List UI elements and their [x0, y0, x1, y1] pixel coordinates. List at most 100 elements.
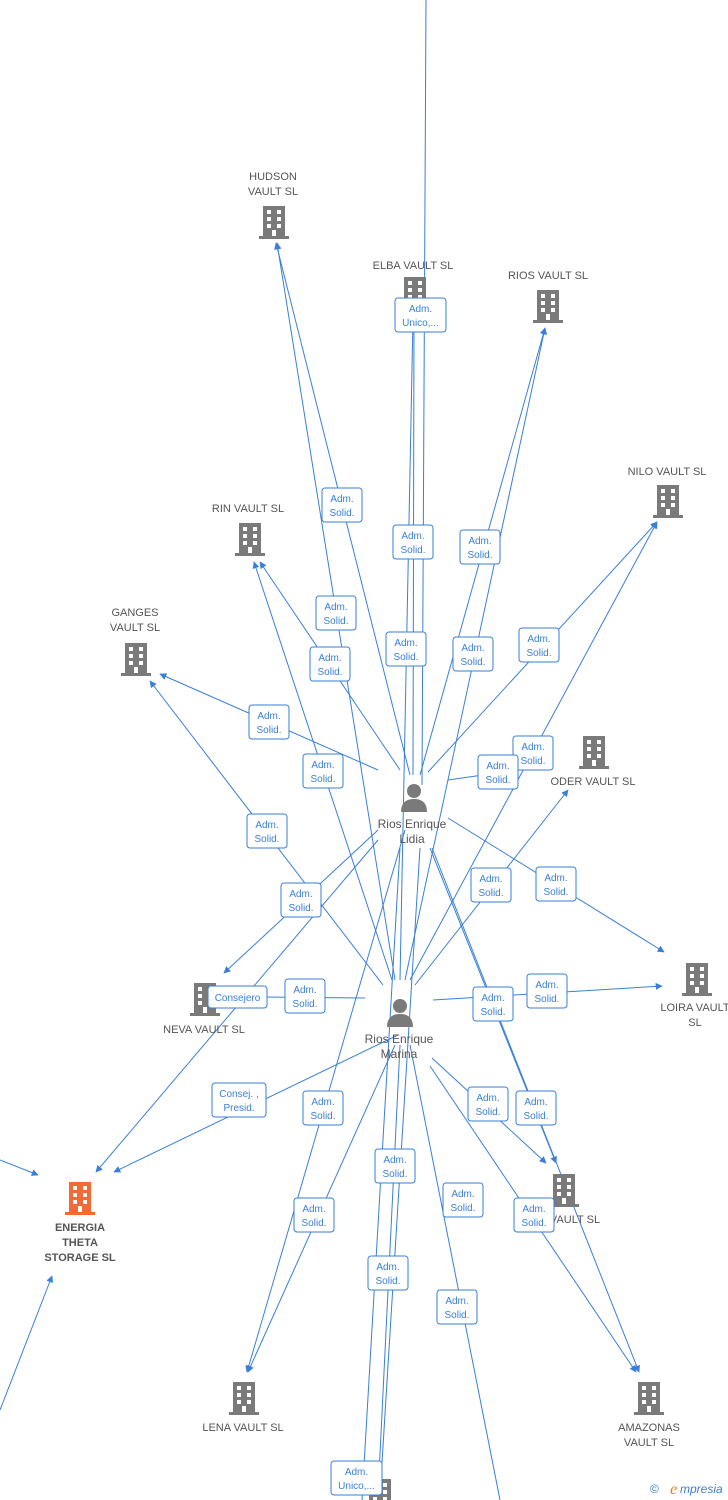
company-label: HUDSON [249, 171, 297, 183]
edge-label-text: Solid. [534, 994, 559, 1005]
company-node-hudson[interactable]: HUDSON VAULT SL [248, 171, 298, 239]
company-label: VAULT SL [110, 622, 160, 634]
edge-label-text: Adm. [311, 1097, 334, 1108]
edge-label: Adm.Solid. [309, 646, 351, 682]
company-node-oder[interactable]: ODER VAULT SL [551, 736, 636, 788]
edge-label-text: Solid. [317, 667, 342, 678]
edge-label-text: Adm. [527, 634, 550, 645]
building-icon [229, 1382, 259, 1415]
nodes-layer: HUDSON VAULT SL ELBA VAULT SL RIOS VAULT SL… [44, 171, 728, 1500]
company-node-neva[interactable]: NEVA VAULT SL [163, 983, 245, 1036]
company-node-elba[interactable]: ELBA VAULT SL [373, 260, 454, 310]
edges-layer [0, 0, 665, 1500]
edge-label-box [309, 646, 351, 682]
edge-label-text: Solid. [310, 1111, 335, 1122]
edge-label-text: Consej. , [219, 1089, 258, 1100]
company-label: SL [688, 1017, 701, 1029]
edge-label-text: Solid. [520, 756, 545, 767]
edge-label-text: Adm. [468, 536, 491, 547]
company-node-amazonas[interactable]: AMAZONAS VAULT SL [618, 1382, 680, 1449]
company-label: VAULT SL [624, 1437, 674, 1449]
company-node-rin[interactable]: RIN VAULT SL [212, 503, 284, 556]
edge-label: Adm.Unico,... [394, 297, 447, 333]
edge-label: Consej. ,Presid. [211, 1082, 267, 1118]
edge-label-text: Adm. [293, 985, 316, 996]
edge-label-text: Solid. [329, 508, 354, 519]
edge-label-text: Solid. [450, 1203, 475, 1214]
empresia-logo[interactable]: © e mpresia [650, 1481, 723, 1498]
edge-label-text: Solid. [375, 1276, 400, 1287]
edge-label-box [436, 1289, 478, 1325]
company-node-vault[interactable]: VAULT SL [549, 1174, 600, 1226]
edge-label: Adm.Solid. [374, 1148, 416, 1184]
edge-label-text: Solid. [460, 657, 485, 668]
edge-label-text: Solid. [310, 774, 335, 785]
edge-label-text: Solid. [301, 1218, 326, 1229]
edge-label-box [293, 1197, 335, 1233]
edge-label-box [513, 1197, 555, 1233]
edge-label-text: Solid. [475, 1107, 500, 1118]
edge-label-text: Consejero [215, 993, 261, 1004]
company-label: ODER VAULT SL [551, 776, 636, 788]
building-icon [235, 523, 265, 556]
building-icon [259, 206, 289, 239]
edge-label: Adm.Solid. [467, 1086, 509, 1122]
edge-label-text: Adm. [330, 494, 353, 505]
edge-label-box [512, 735, 554, 771]
edge-label: Adm.Solid. [513, 1197, 555, 1233]
person-label: Rios Enrique [365, 1032, 434, 1046]
edge-label-box [518, 627, 560, 663]
edge-label: Adm.Solid. [302, 753, 344, 789]
edge-label-box [302, 1090, 344, 1126]
edge-label-box [284, 978, 326, 1014]
person-icon [401, 784, 427, 812]
edge-line [409, 1044, 501, 1500]
company-label: RIN VAULT SL [212, 503, 284, 515]
edge-label-text: Solid. [382, 1169, 407, 1180]
edge-label: Adm.Solid. [293, 1197, 335, 1233]
edge-label-text: Solid. [521, 1218, 546, 1229]
building-icon [682, 963, 712, 996]
edge-label-box [302, 753, 344, 789]
edge-label-box [321, 487, 363, 523]
edge-label-text: Adm. [521, 742, 544, 753]
edge-label: Adm. Solid. [512, 735, 554, 771]
edge-label: Adm.Solid. [284, 978, 326, 1014]
edge-label-text: Adm. [461, 643, 484, 654]
company-label: VAULT SL [550, 1214, 600, 1226]
edge-label: Adm. Solid. [452, 636, 494, 672]
edge-label-box [459, 529, 501, 565]
edge-label-text: Unico,... [338, 1481, 375, 1492]
company-label: AMAZONAS [618, 1422, 680, 1434]
building-icon [634, 1382, 664, 1415]
edge-label-text: Solid. [467, 550, 492, 561]
edge-label-box [442, 1182, 484, 1218]
company-node-rios[interactable]: RIOS VAULT SL [508, 270, 588, 323]
edge-label: Adm. Solid. [459, 529, 501, 565]
edge-label-text: Unico,... [402, 318, 439, 329]
company-label: VAULT SL [248, 186, 298, 198]
edge-label: Adm.Solid. [515, 1090, 557, 1126]
edge-label-box [246, 813, 288, 849]
edge-label: Adm.Solid. [436, 1289, 478, 1325]
building-icon [121, 643, 151, 676]
company-node-nilo[interactable]: NILO VAULT SL [628, 466, 707, 518]
edge-label-box [394, 297, 447, 333]
edge-label: Adm.Solid. [535, 866, 577, 902]
edge-label-text: Adm. [479, 874, 502, 885]
company-label: ELBA VAULT SL [373, 260, 454, 272]
company-node-lena[interactable]: LENA VAULT SL [202, 1382, 284, 1434]
company-label: LENA VAULT SL [202, 1422, 283, 1434]
edge-label-text: Solid. [323, 616, 348, 627]
edge-label: Consejero [207, 985, 268, 1009]
edge-label-box [367, 1255, 409, 1291]
edge-label-text: Solid. [543, 887, 568, 898]
person-label: Rios Enrique [378, 817, 447, 831]
edge-label: Adm.Solid. [315, 595, 357, 631]
edge-label-text: Adm. [345, 1467, 368, 1478]
